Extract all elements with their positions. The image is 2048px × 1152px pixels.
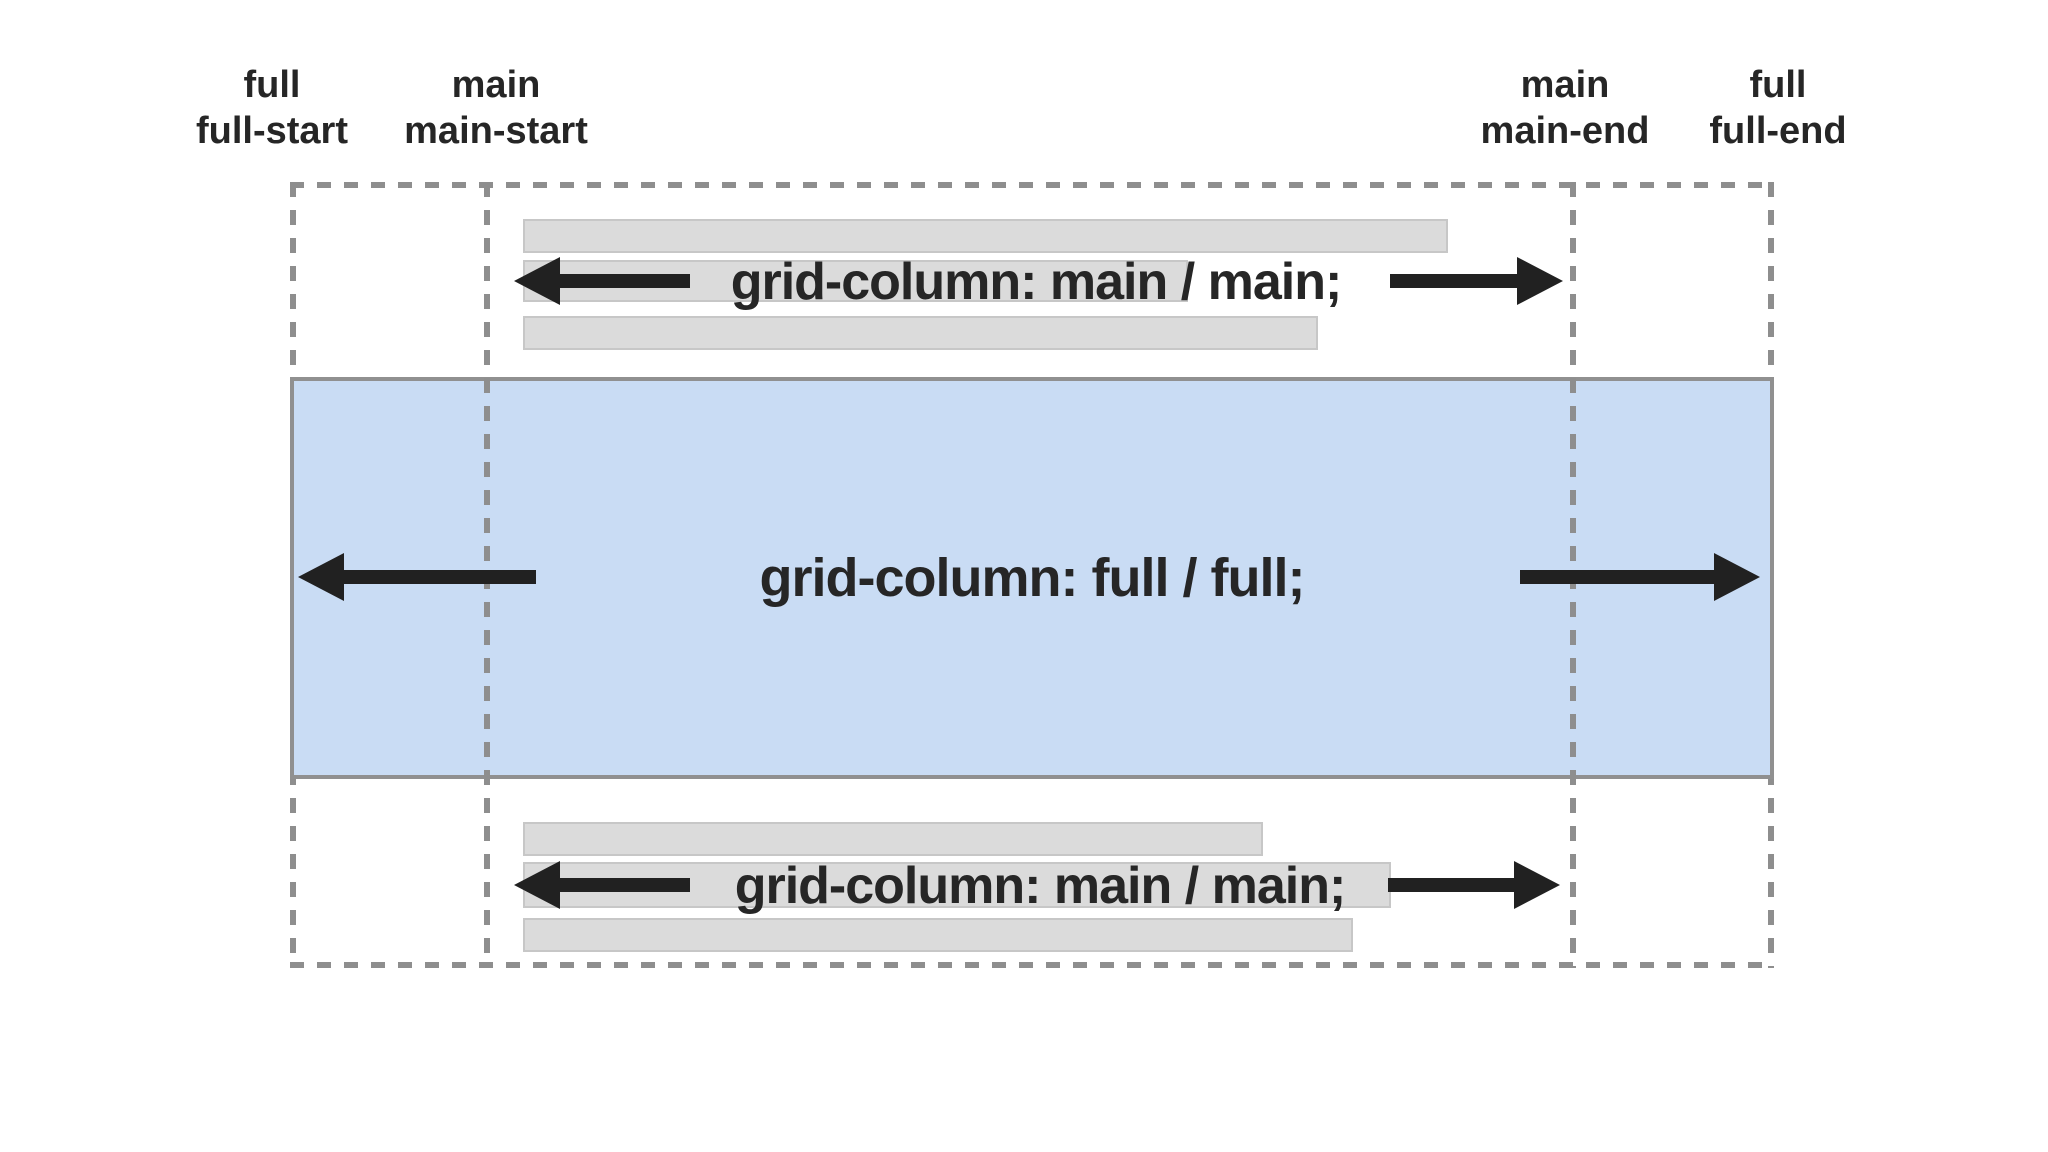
full-area-border-bottom [290,962,1774,968]
bottom-right-arrow-icon [1388,861,1560,909]
bottom-text-bar-3 [523,918,1353,952]
top-text-bar-3 [523,316,1318,350]
middle-right-arrow-icon [1520,553,1760,601]
label-main-end-line1: main [1520,64,1610,106]
label-main-start-line2: main-start [404,110,588,152]
label-full-end-line1: full [1749,64,1807,106]
top-right-arrow-icon [1390,257,1563,305]
middle-left-arrow-icon [298,553,536,601]
bottom-code-label: grid-column: main / main; [734,857,1347,915]
label-full-start: full full-start [196,62,348,154]
label-full-end: full full-end [1709,62,1846,154]
label-main-start-line1: main [451,64,541,106]
bottom-text-bar-2 [523,862,1391,908]
label-main-start: main main-start [404,62,588,154]
top-left-arrow-icon [514,257,690,305]
label-full-end-line2: full-end [1709,110,1847,152]
label-main-end-line2: main-end [1480,110,1650,152]
top-code-label: grid-column: main / main; [730,253,1343,311]
label-full-start-line1: full [243,64,301,106]
full-area-border-top [290,182,1774,188]
label-main-end: main main-end [1481,62,1650,154]
top-text-bar-1 [523,219,1448,253]
label-full-start-line2: full-start [196,110,348,152]
bottom-left-arrow-icon [514,861,690,909]
bottom-text-bar-1 [523,822,1263,856]
middle-code-label: grid-column: full / full; [759,548,1306,608]
